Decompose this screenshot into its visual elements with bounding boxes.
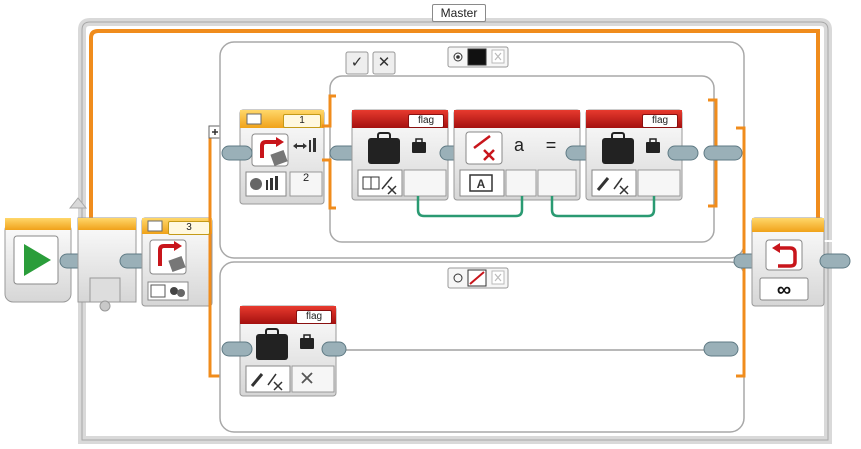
- switch-icon[interactable]: [251, 133, 289, 167]
- rotate-icon: [765, 239, 803, 271]
- brick-port-icon: [147, 220, 163, 232]
- loop-frame: [78, 18, 832, 444]
- wire-plug: [703, 341, 739, 357]
- wire-plug: [703, 145, 743, 161]
- compare-equals[interactable]: =: [545, 135, 557, 155]
- math-check-icon: [465, 131, 503, 165]
- switch-port-value[interactable]: 1: [283, 114, 321, 128]
- case-selector-bottom[interactable]: [447, 267, 509, 289]
- threshold-value[interactable]: 2: [302, 172, 310, 184]
- loop-icon[interactable]: [149, 239, 187, 275]
- check-icon[interactable]: ✓: [350, 54, 364, 71]
- start-block[interactable]: [4, 218, 72, 303]
- case-tab-true[interactable]: [345, 51, 396, 75]
- briefcase-icon: [646, 138, 660, 153]
- briefcase-icon: [412, 138, 426, 153]
- loop-count-value[interactable]: 3: [168, 221, 210, 235]
- compare-operand: a: [513, 135, 524, 155]
- wire-plug: [667, 145, 699, 161]
- briefcase-icon: [256, 328, 288, 360]
- data-wire: [416, 196, 524, 218]
- close-icon: [301, 372, 313, 384]
- data-wire: [550, 196, 656, 218]
- color-sensor-icon: [250, 178, 262, 190]
- flow-wire: [322, 94, 336, 128]
- write-variable-block-top[interactable]: [585, 109, 683, 201]
- write-variable-name-top[interactable]: flag: [642, 114, 678, 128]
- loop-arrow: [68, 197, 88, 209]
- close-icon[interactable]: [494, 52, 502, 61]
- wire-plug: [221, 341, 253, 357]
- text-input-icon: A: [469, 174, 493, 192]
- switch-compare-block[interactable]: [239, 109, 325, 205]
- pencil-check-icon: [250, 373, 283, 391]
- svg-text:A: A: [477, 177, 486, 191]
- compare-type-icon: [293, 138, 316, 152]
- loop-name[interactable]: Master: [432, 4, 486, 22]
- briefcase-icon: [300, 334, 314, 349]
- book-check-icon: [362, 176, 397, 195]
- infinity-label[interactable]: ∞: [776, 279, 792, 301]
- play-icon[interactable]: [24, 244, 51, 276]
- flow-wire: [736, 126, 746, 378]
- loop-end-block[interactable]: [751, 217, 825, 307]
- briefcase-icon: [602, 132, 634, 164]
- flow-wire: [208, 262, 222, 378]
- wire-plug: [819, 253, 851, 269]
- flow-wire: [322, 158, 336, 210]
- read-variable-name[interactable]: flag: [408, 114, 444, 128]
- case-selector-top[interactable]: [447, 46, 509, 68]
- wire-plug: [221, 145, 253, 161]
- wire-plug: [321, 341, 347, 357]
- briefcase-icon: [368, 132, 400, 164]
- brick-port-icon: [246, 113, 262, 125]
- compare-block[interactable]: A: [453, 109, 581, 201]
- close-icon[interactable]: [494, 273, 502, 282]
- close-icon[interactable]: ✕: [377, 54, 391, 71]
- infinity-icon[interactable]: [759, 277, 809, 301]
- pencil-check-icon: [596, 177, 629, 195]
- write-variable-name-bottom[interactable]: flag: [296, 310, 332, 324]
